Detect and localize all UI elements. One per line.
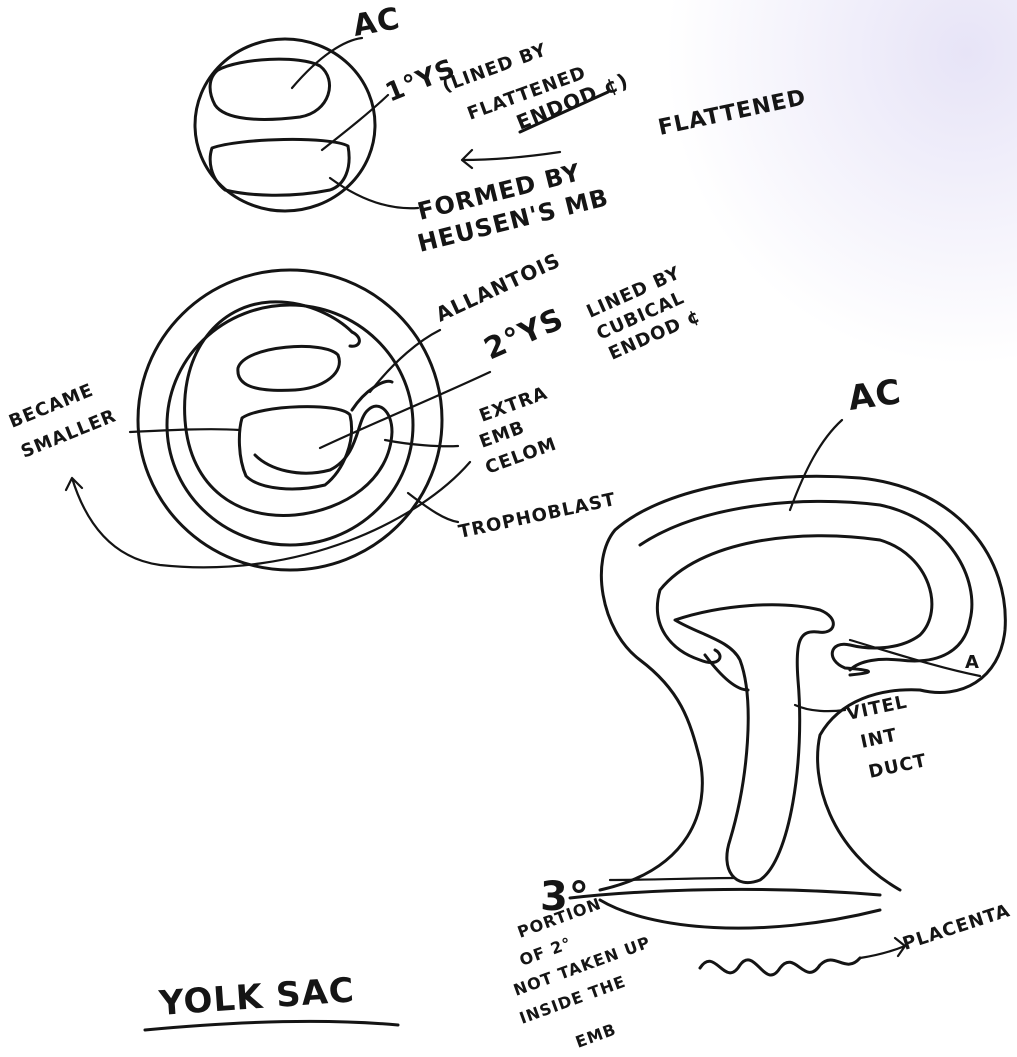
label-vitel-3: DUCT <box>867 750 929 783</box>
leader-1ys <box>322 95 388 150</box>
placenta-bowl <box>600 900 880 928</box>
leader-placenta <box>860 938 905 958</box>
label-a: A <box>965 652 980 673</box>
leader-ac-bottom <box>790 420 842 510</box>
secondary-yolk-sac-shape <box>239 407 351 489</box>
curl-top <box>350 332 359 346</box>
outer-circle-1 <box>195 39 375 211</box>
label-2ys: 2°YS <box>479 301 569 367</box>
leader-formed-by <box>330 178 418 208</box>
leader-3 <box>610 878 735 880</box>
placenta-top-line <box>570 889 880 898</box>
leader-vitel <box>795 705 845 711</box>
label-vitel-2: INT <box>859 725 900 753</box>
tertiary-embryo-figure <box>570 420 1005 975</box>
leader-ac-1 <box>292 38 362 88</box>
label-portion-5: EMB <box>573 1020 619 1052</box>
placenta-wavy <box>700 958 860 975</box>
amniotic-cavity-2 <box>238 346 340 390</box>
secondary-embryo-figure <box>66 270 490 570</box>
label-ac-bottom: AC <box>846 372 904 419</box>
label-vitel-1: VITEL <box>845 692 910 725</box>
leader-extra-emb <box>385 440 458 446</box>
title-yolk-sac: YOLK SAC <box>157 970 356 1024</box>
label-ac-top: AC <box>350 1 403 44</box>
label-placenta: PLACENTA <box>900 900 1013 955</box>
amniotic-cavity-3 <box>640 501 972 670</box>
vitelline-duct <box>675 605 833 883</box>
label-trophoblast: TROPHOBLAST <box>457 489 618 543</box>
label-flattened: FLATTENED <box>656 85 809 141</box>
title-underline <box>145 1021 398 1030</box>
primary-yolk-sac-shape <box>210 139 349 195</box>
